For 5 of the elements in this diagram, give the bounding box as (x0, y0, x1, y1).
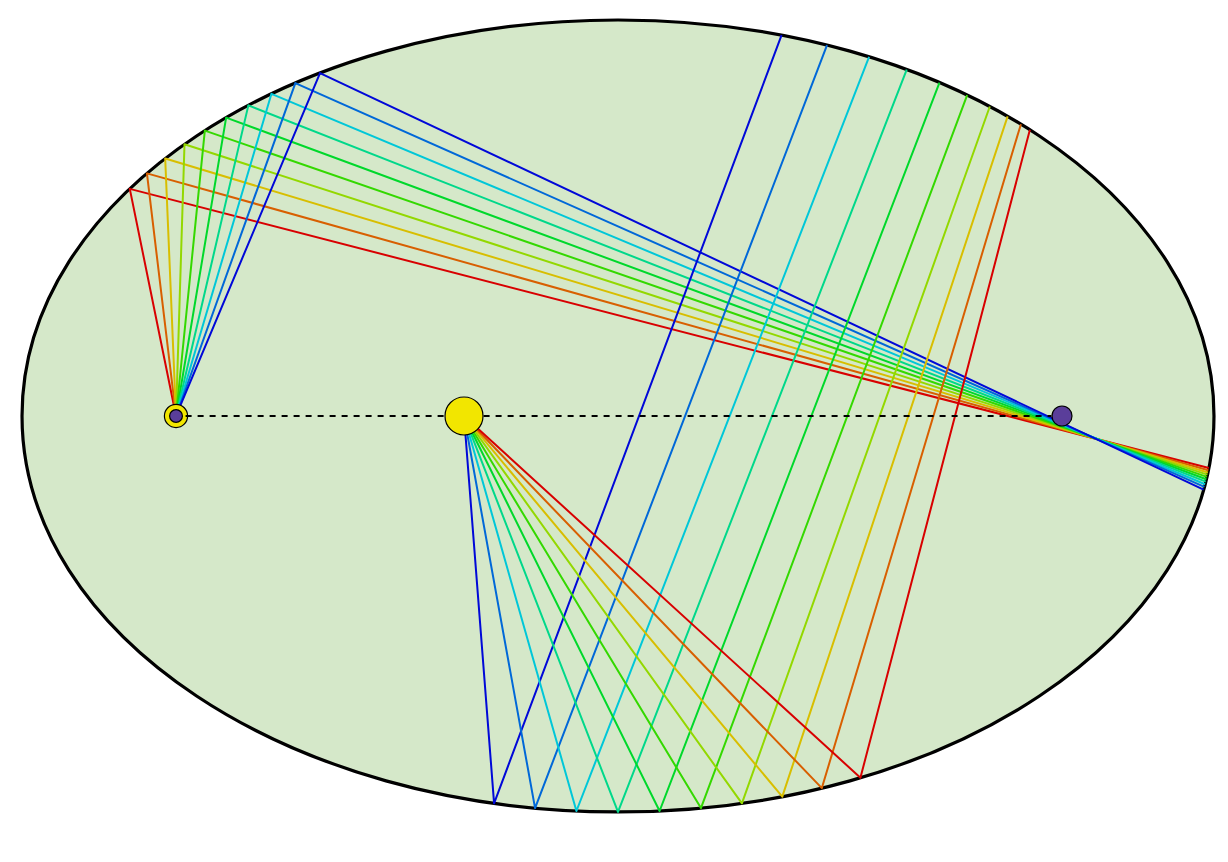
point-dot (444, 396, 484, 436)
dashed-line (482, 415, 1053, 417)
point-dot (1051, 405, 1073, 427)
dashed-line (184, 415, 446, 417)
point-dot (163, 403, 189, 429)
